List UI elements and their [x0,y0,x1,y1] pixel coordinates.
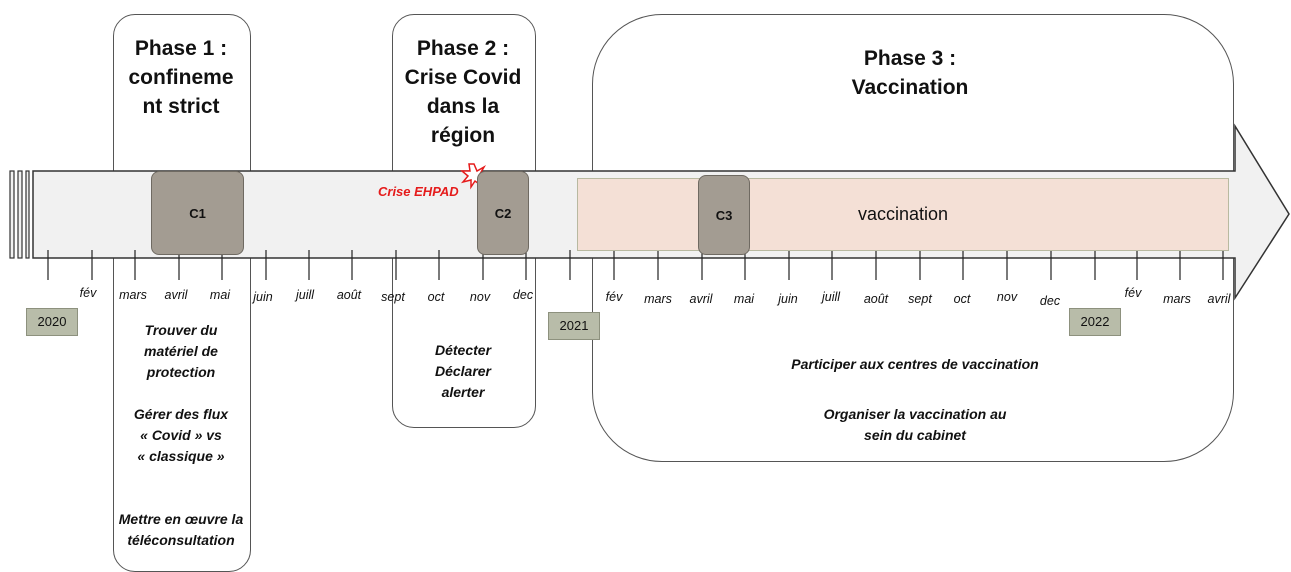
month-label: dec [1039,294,1061,308]
crise-ehpad-label: Crise EHPAD [378,184,459,199]
month-label: fév [79,286,97,300]
month-label: août [863,292,889,306]
month-label: juin [253,290,273,304]
year-tag-2022: 2022 [1069,308,1121,336]
vaccination-label: vaccination [858,204,949,224]
explosion-icon [459,163,490,190]
month-label: avril [1207,292,1231,306]
consultation-c1: C1 [151,171,244,255]
phase-1-tasks: Trouver du matériel de protection Gérer … [118,322,244,548]
phase-2-title: Phase 2 : Crise Covid dans la région [404,37,522,147]
month-label: oct [953,292,971,306]
month-label: avril [689,292,713,306]
month-label: mars [119,288,147,302]
month-label: fév [1124,286,1142,300]
consultation-c3: C3 [698,175,750,255]
month-label: sept [908,292,932,306]
year-tag-2020: 2020 [26,308,78,336]
month-label: nov [469,290,491,304]
vaccination-period-band [577,178,1229,251]
phase-3-task-centres: Participer aux centres de vaccination [791,356,1039,372]
month-label: mai [733,292,755,306]
month-label: dec [512,288,534,302]
phase-1-box [113,14,251,572]
month-label: sept [381,290,405,304]
phase-3-task-cabinet: Organiser la vaccination au sein du cabi… [823,406,1007,443]
month-label: avril [164,288,188,302]
month-label: nov [996,290,1018,304]
month-label: août [336,288,362,302]
month-label: juin [778,292,798,306]
month-label: mars [1163,292,1191,306]
phase-3-title: Phase 3 : Vaccination [851,47,969,99]
consultation-c2: C2 [477,171,529,255]
year-tag-2021: 2021 [548,312,600,340]
month-label: juill [821,290,841,304]
month-label: oct [427,290,445,304]
month-label: juill [295,288,315,302]
phase-2-tasks: Détecter Déclarer alerter [434,342,492,400]
month-label: mars [644,292,672,306]
month-label: mai [209,288,231,302]
timeline-ticks [47,250,1224,280]
phase-1-title: Phase 1 : confineme nt strict [128,37,234,118]
month-label: fév [605,290,623,304]
